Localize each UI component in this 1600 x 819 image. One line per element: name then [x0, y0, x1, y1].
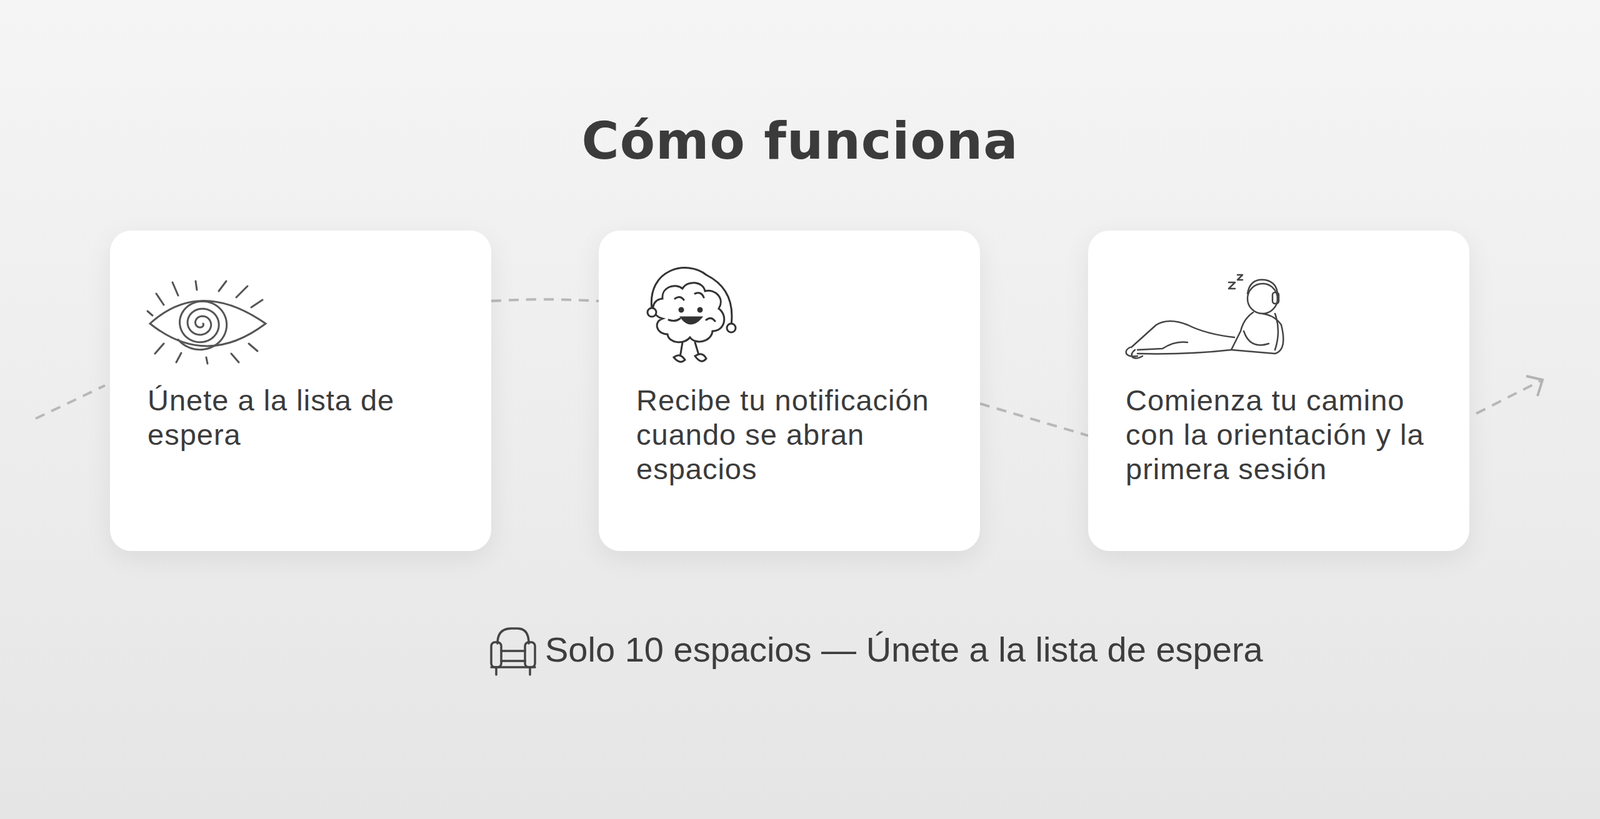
step-card: Únete a la lista de espera — [110, 230, 492, 552]
step-card: Comienza tu camino con la orientación y … — [1088, 230, 1470, 552]
armchair-icon — [491, 628, 535, 675]
dashed-connector — [980, 403, 1089, 436]
diagram-title: Cómo funciona — [0, 111, 1600, 171]
lead-in-line — [35, 385, 105, 419]
brain-illustration — [647, 268, 736, 363]
step-text: Únete a la lista de espera — [147, 383, 460, 452]
waitlist-note: Solo 10 espacios — Únete a la lista de e… — [545, 628, 1264, 672]
lead-out-arrow — [1476, 380, 1542, 414]
step-text: Comienza tu camino con la orientación y … — [1125, 383, 1439, 487]
step-text: Recibe tu notificación cuando se abran e… — [636, 383, 949, 487]
eye-illustration — [147, 281, 266, 364]
dashed-connector — [491, 299, 599, 302]
arrow-head — [1526, 376, 1543, 397]
step-card: Recibe tu notificación cuando se abran e… — [598, 230, 980, 552]
resting-person-illustration — [1126, 275, 1284, 359]
